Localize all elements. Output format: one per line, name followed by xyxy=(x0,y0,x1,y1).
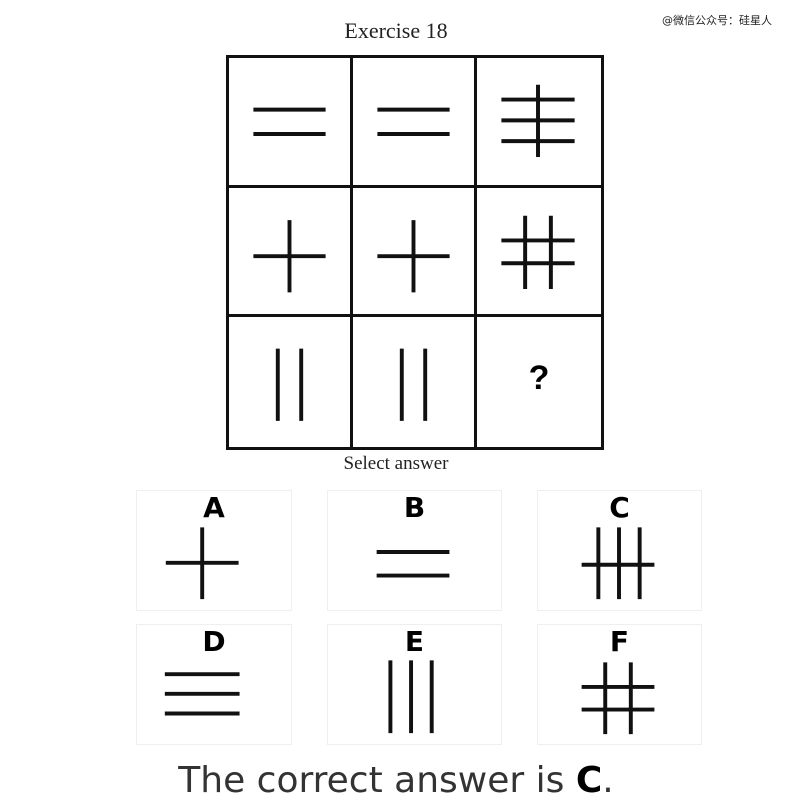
two-vertical-lines-icon xyxy=(275,348,304,422)
option-d[interactable]: D xyxy=(136,624,292,745)
option-letter: A xyxy=(203,491,225,524)
cross-icon xyxy=(377,219,450,292)
option-letter: B xyxy=(403,491,426,524)
option-c[interactable]: C xyxy=(537,490,702,611)
two-horizontal-lines-icon xyxy=(253,107,326,136)
three-horizontal-lines-with-vertical-icon xyxy=(501,84,575,157)
puzzle-grid: ? xyxy=(226,55,604,450)
question-mark: ? xyxy=(528,359,550,398)
cross-icon xyxy=(165,527,239,600)
grid-cell-r2c1 xyxy=(229,187,353,318)
grid-cell-r3c1 xyxy=(229,317,353,447)
two-horizontal-lines-icon xyxy=(376,550,450,578)
grid-cell-r1c2 xyxy=(353,58,477,188)
three-vertical-lines-icon xyxy=(388,660,434,734)
option-f[interactable]: F xyxy=(537,624,702,745)
grid-cell-r3c3: ? xyxy=(477,317,601,447)
option-b[interactable]: B xyxy=(327,490,502,611)
option-letter: D xyxy=(202,625,226,658)
two-vertical-lines-icon xyxy=(399,348,428,422)
answer-prefix: The correct answer is xyxy=(178,760,576,801)
answer-letter: C xyxy=(575,760,603,801)
hash-grid-icon xyxy=(581,662,655,735)
grid-cell-r1c3 xyxy=(477,58,601,188)
correct-answer-text: The correct answer is C. xyxy=(0,760,792,801)
select-answer-label: Select answer xyxy=(343,453,449,474)
three-vertical-lines-with-horizontal-icon xyxy=(581,527,655,600)
grid-cell-r2c3 xyxy=(477,188,601,318)
hash-grid-icon xyxy=(501,215,575,289)
option-e[interactable]: E xyxy=(327,624,502,745)
option-letter: F xyxy=(609,625,630,658)
grid-cell-r1c1 xyxy=(229,58,353,188)
grid-cell-r3c2 xyxy=(353,317,477,447)
two-horizontal-lines-icon xyxy=(377,107,450,136)
grid-cell-r2c2 xyxy=(353,187,477,318)
watermark: @微信公众号：硅星人 xyxy=(662,14,772,27)
exercise-title: Exercise 18 xyxy=(344,18,448,43)
three-horizontal-lines-icon xyxy=(164,672,240,716)
option-letter: C xyxy=(609,491,630,524)
answer-suffix: . xyxy=(602,760,614,801)
option-letter: E xyxy=(404,625,425,658)
cross-icon xyxy=(253,219,326,292)
option-a[interactable]: A xyxy=(136,490,292,611)
